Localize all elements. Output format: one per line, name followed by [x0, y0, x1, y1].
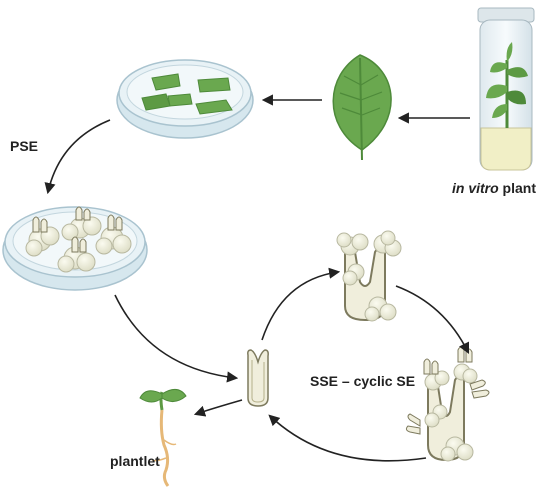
- somatic-embryo: [247, 349, 269, 407]
- petri-dish-calli: [2, 206, 148, 291]
- plantlet: [139, 389, 187, 487]
- label-plantlet: plantlet: [110, 453, 160, 469]
- invitro-plantlet: [486, 42, 528, 128]
- embryo-with-secondary-calli: [336, 230, 402, 322]
- arrow-cycle-right: [395, 285, 470, 355]
- embryo-with-secondary-embryos: [405, 346, 490, 462]
- label-sse-cyclic: SSE – cyclic SE: [310, 373, 416, 389]
- arrow-to-plantlet: [193, 399, 243, 417]
- arrow-cycle-bottom: [268, 414, 427, 462]
- arrow-cycle-top: [261, 267, 341, 341]
- arrow-dish-to-embryo: [114, 294, 239, 383]
- test-tube: [477, 7, 535, 171]
- label-pse: PSE: [10, 138, 39, 154]
- petri-dish-explants: [116, 59, 254, 139]
- leaf: [332, 54, 392, 161]
- arrow-pse: [44, 119, 111, 195]
- label-in-vitro-plant: in vitro plant: [452, 180, 537, 196]
- process-arrows: [44, 94, 470, 462]
